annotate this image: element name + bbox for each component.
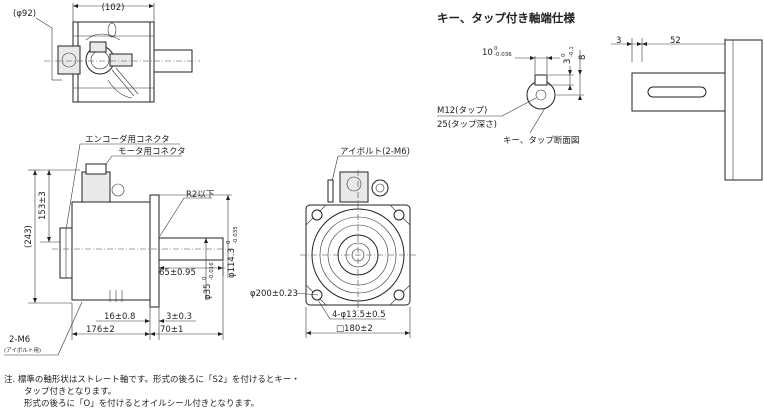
svg-text:-0.035: -0.035 [233, 226, 239, 244]
dim-shaft-length-label: 52 [670, 36, 681, 46]
svg-text:0: 0 [494, 46, 498, 52]
dim-70-label: 70±1 [160, 325, 183, 335]
encoder-connector-side [81, 171, 111, 203]
key-spec-title: キー、タップ付き軸端仕様 [437, 11, 575, 25]
key-spec-section: キー、タップ付き軸端仕様 10 0 -0.036 3 0 -0.1 8 M12(… [437, 11, 763, 181]
dim-shaft-step-label: 3 [616, 36, 621, 46]
dim-phi35-label: φ35 [203, 284, 213, 300]
dim-tap-label: M12(タップ) [437, 106, 487, 116]
note-line-2: タップ付きとなります。 [24, 386, 116, 397]
dim-153-label: 153±3 [38, 191, 48, 220]
label-eyebolt-use: (アイボルト用) [4, 346, 41, 354]
svg-text:0: 0 [561, 53, 567, 57]
svg-text:-0.016: -0.016 [209, 262, 215, 280]
encoder-connector-label: エンコーダ用コネクタ [85, 134, 170, 145]
top-view: (102) (φ92) [13, 3, 200, 103]
dim-key-height-label: 8 [578, 55, 588, 60]
key-section-caption: キー、タップ断面図 [503, 135, 579, 146]
mount-hole [393, 209, 405, 221]
svg-text:-0.036: -0.036 [494, 52, 512, 58]
front-view: アイボルト(2-M6) φ200±0.23 4-φ13.5±0.5 [250, 147, 416, 338]
dim-176-label: 176±2 [86, 325, 115, 335]
dim-key-depth-label: 3 [563, 59, 573, 64]
dim-tap-depth-label: 25(タップ深さ) [437, 120, 497, 130]
dim-phi200-label: φ200±0.23 [250, 289, 298, 299]
label-2m6: 2-M6 [9, 335, 30, 345]
svg-text:-0.1: -0.1 [569, 46, 575, 57]
note-line-3: 形式の後ろに「O」を付けるとオイルシール付きとなります。 [24, 398, 259, 409]
shaft-side [158, 237, 224, 261]
dim-3-label: 3±0.3 [166, 312, 192, 322]
keyway [647, 86, 707, 98]
encoder-connector-top [57, 45, 81, 75]
dim-key-width-label: 10 [482, 48, 493, 58]
flange-side [724, 39, 763, 181]
notes: 注. 標準の軸形状はストレート軸です。形式の後ろに「S2」を付けるとキー・ タッ… [4, 374, 300, 409]
svg-text:0: 0 [202, 276, 208, 280]
mount-hole [393, 289, 405, 301]
motor-connector-label: モータ用コネクタ [118, 147, 186, 157]
connector-front [339, 171, 369, 203]
dim-180-label: □180±2 [336, 324, 373, 334]
eyebolt-label: アイボルト(2-M6) [340, 147, 410, 157]
dim-102-label: (102) [102, 3, 125, 13]
mount-hole [311, 209, 323, 221]
dim-65-label: 65±0.95 [159, 268, 196, 278]
dim-4phi-label: 4-φ13.5±0.5 [332, 310, 386, 320]
dim-243-label: (243) [24, 225, 34, 248]
dim-phi114-label: φ114.3 [227, 248, 237, 278]
dim-16-label: 16±0.8 [104, 312, 135, 322]
side-view: エンコーダ用コネクタ モータ用コネクタ 153±3 (243) [4, 134, 239, 356]
dim-phi92-label: (φ92) [13, 9, 36, 19]
svg-text:0: 0 [226, 240, 232, 244]
flange-side-view [149, 194, 160, 308]
motor-body-side [71, 201, 151, 301]
note-line-1: 注. 標準の軸形状はストレート軸です。形式の後ろに「S2」を付けるとキー・ [4, 374, 300, 385]
